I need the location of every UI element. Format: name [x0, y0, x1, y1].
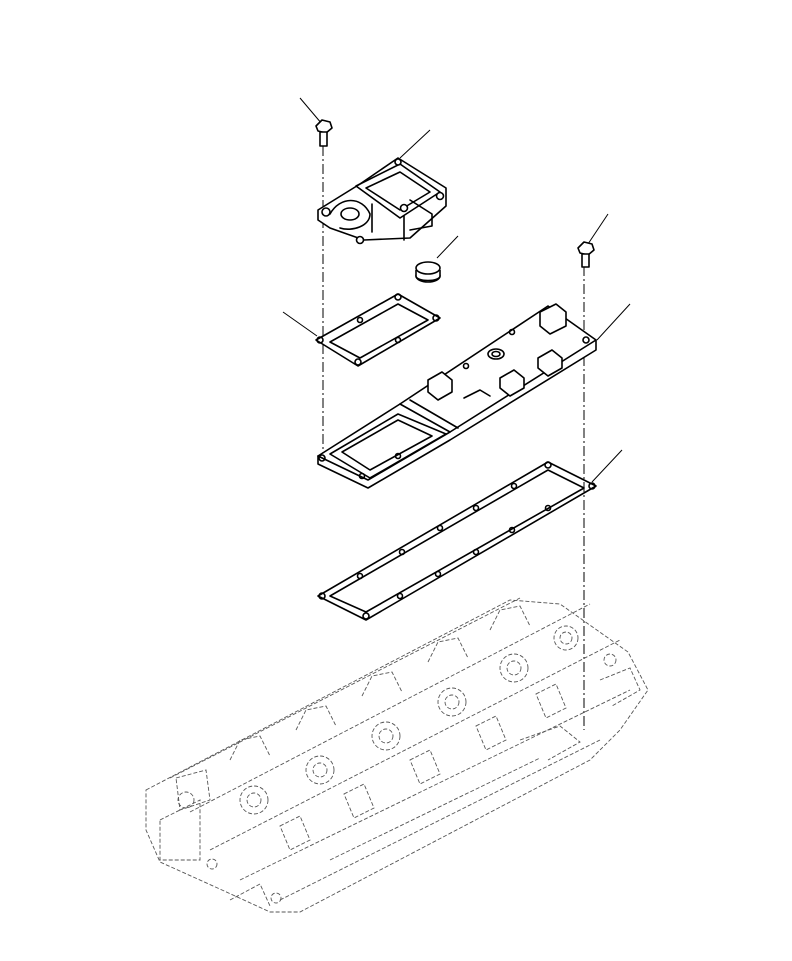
gasket-icon [315, 293, 441, 367]
housing-icon [317, 157, 447, 245]
leader-gasket-small [282, 311, 318, 337]
leader-cover [596, 303, 631, 341]
plug-icon [415, 261, 441, 283]
leader-intake-connection [399, 129, 431, 159]
leader-gasket-large [591, 449, 623, 483]
cylinder-head-icon [145, 597, 649, 913]
gasket-icon [317, 461, 597, 621]
leader-plug [436, 235, 459, 259]
leader-bolt-right [587, 213, 609, 245]
leader-bolt-upper-left [299, 97, 323, 125]
bolt-icon [315, 119, 333, 147]
leader-lines [282, 97, 631, 483]
cover-icon [317, 303, 597, 489]
bolt-icon [577, 241, 595, 268]
